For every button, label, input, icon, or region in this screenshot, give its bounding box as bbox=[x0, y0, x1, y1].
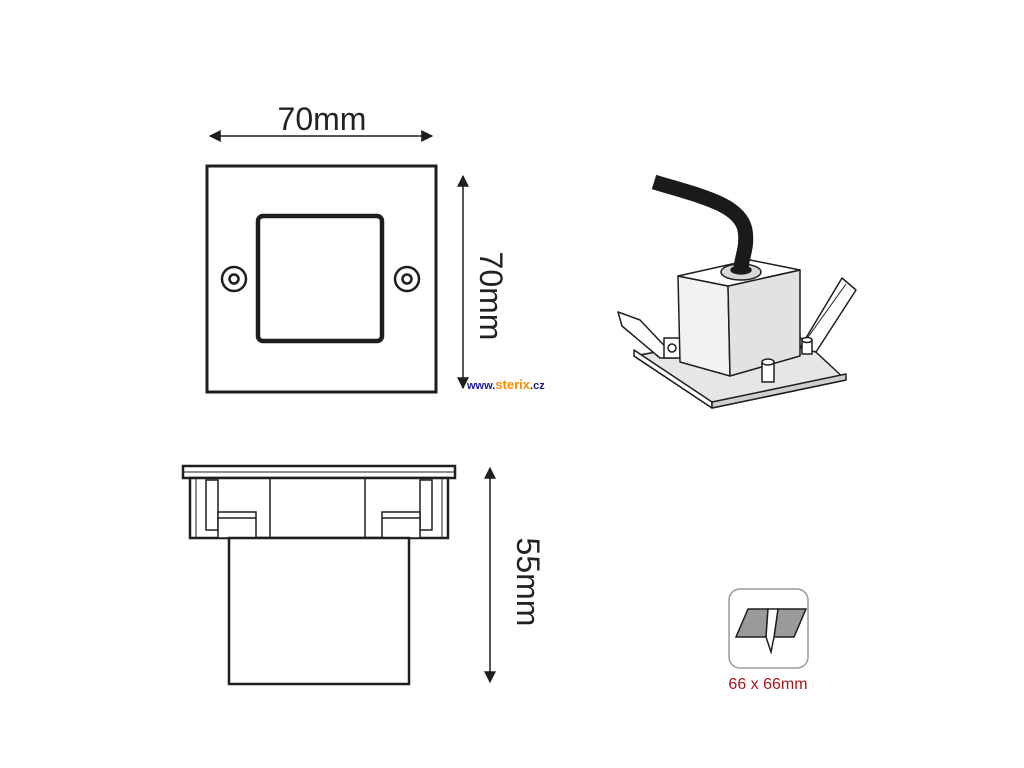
side-clip-right bbox=[381, 479, 433, 539]
front-view bbox=[205, 164, 438, 394]
side-view bbox=[181, 464, 457, 686]
isometric-view bbox=[617, 259, 857, 409]
side-housing-body bbox=[227, 536, 411, 686]
watermark-prefix: www. bbox=[466, 380, 495, 392]
iso-screw-post bbox=[761, 336, 813, 383]
depth-dimension-label: 55mm bbox=[510, 538, 546, 627]
cutout-size-label: 66 x 66mm bbox=[728, 676, 807, 693]
width-dimension-label: 70mm bbox=[278, 101, 367, 137]
screw-right bbox=[393, 265, 421, 293]
watermark: www.sterix.cz bbox=[466, 377, 545, 392]
screw-left bbox=[220, 265, 248, 293]
front-window bbox=[255, 213, 385, 344]
recessed-mount-icon bbox=[728, 588, 809, 669]
height-dimension-label: 70mm bbox=[473, 252, 509, 341]
side-clip-left bbox=[205, 479, 257, 539]
watermark-brand: sterix bbox=[495, 377, 530, 392]
iso-housing-left-face bbox=[677, 275, 731, 377]
cutout-icon-luminaire bbox=[765, 608, 779, 655]
watermark-suffix: .cz bbox=[530, 380, 545, 392]
iso-cable bbox=[651, 174, 754, 271]
